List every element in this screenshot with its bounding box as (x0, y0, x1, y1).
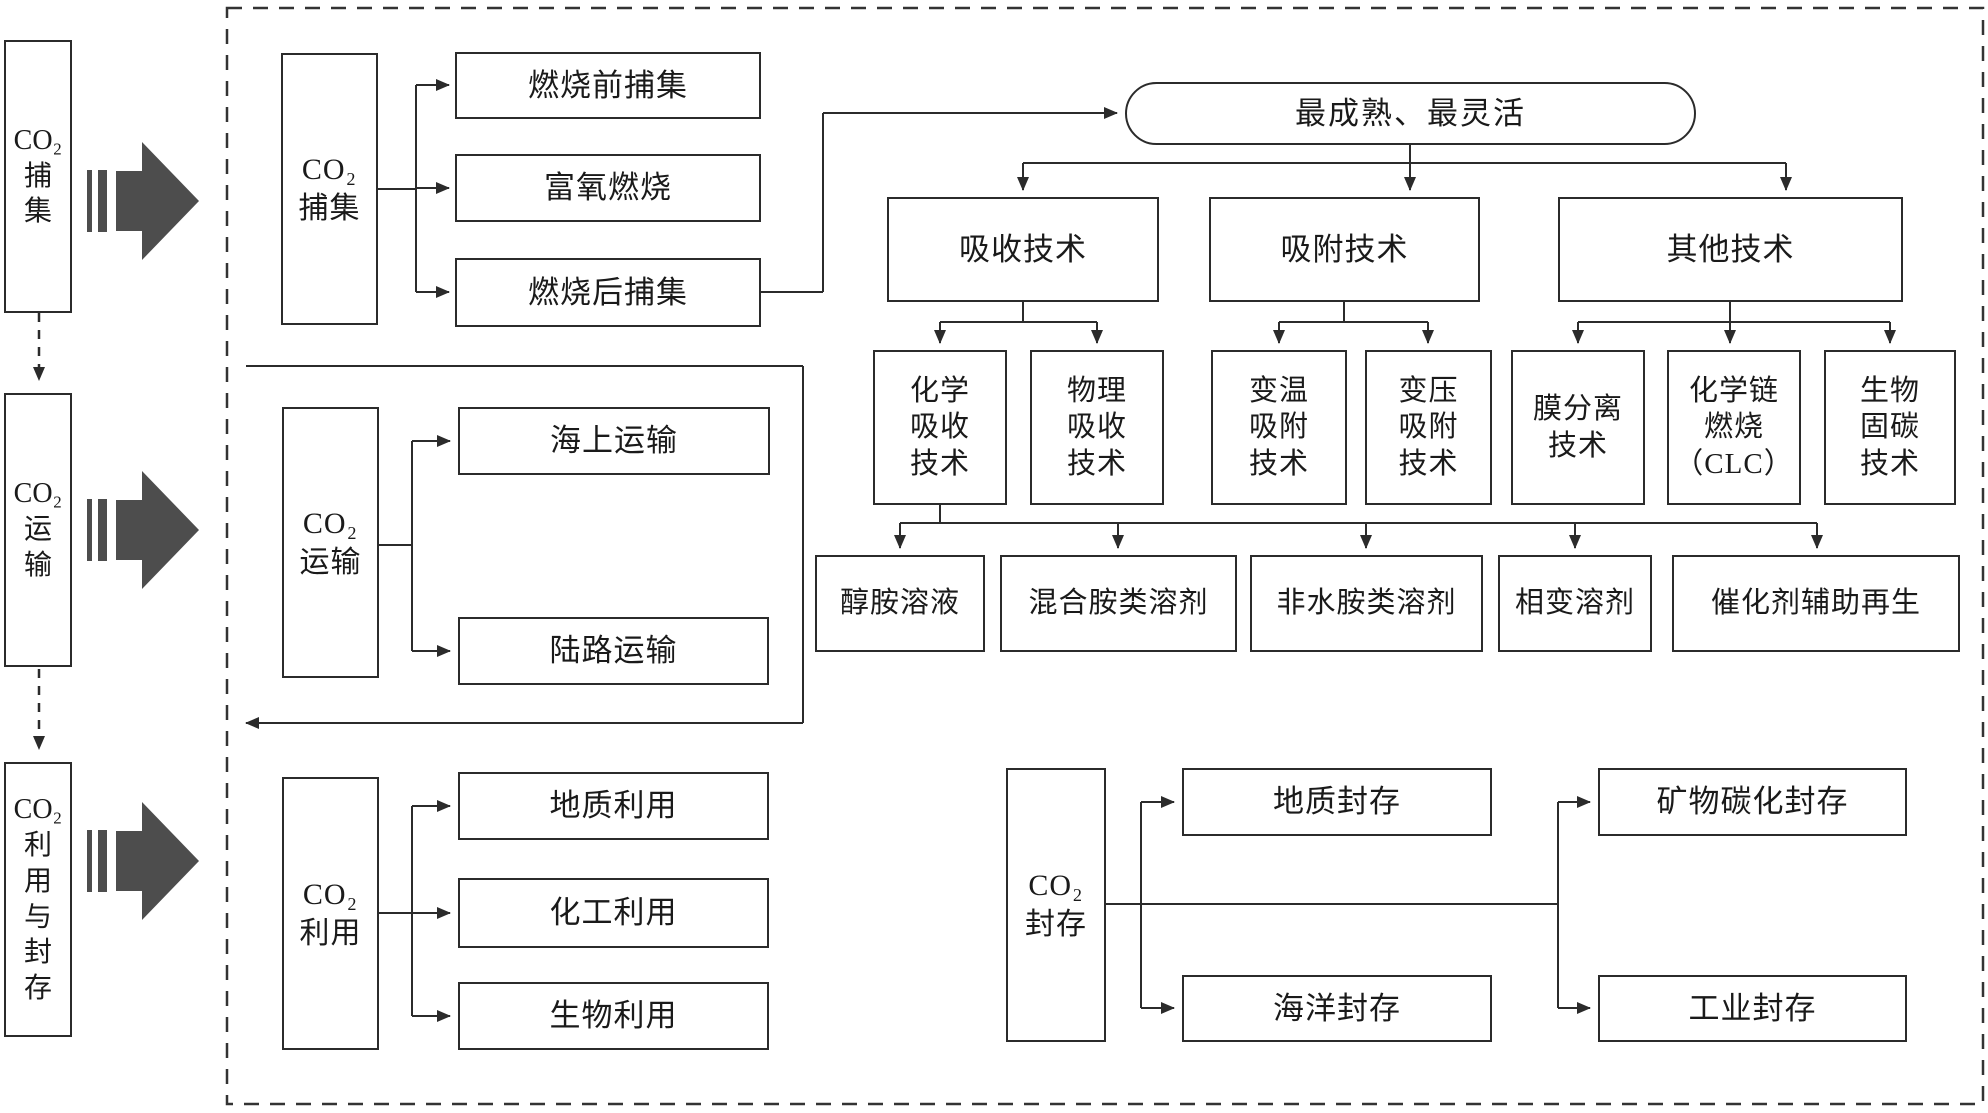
note-most-mature-label: 最成熟、最灵活 (1295, 95, 1526, 131)
sub-chemical-absorption-label: 化学 吸收 技术 (909, 375, 970, 480)
rail-stage-utilization-storage: CO₂ 利 用 与 封 存 (4, 762, 72, 1037)
capture-method-oxyfuel-box: 富氧燃烧 (455, 154, 761, 222)
rail-stage-transport-label: CO₂ 运 输 (13, 478, 63, 581)
sub-pressure-swing-adsorption-label: 变压 吸附 技术 (1398, 375, 1459, 480)
utilization-geological-box: 地质利用 (458, 772, 769, 840)
connectors-capture-root (378, 79, 450, 298)
sub-bio-carbon-fixation-label: 生物 固碳 技术 (1859, 375, 1920, 480)
utilization-geological-label: 地质利用 (549, 788, 678, 824)
utilization-chemical-label: 化工利用 (549, 895, 678, 931)
transport-marine-box: 海上运输 (458, 407, 770, 475)
solvent-phase-change-label: 相变溶剂 (1514, 587, 1635, 620)
capture-root-box: CO₂ 捕集 (281, 53, 378, 325)
solvent-alkanolamine-box: 醇胺溶液 (815, 555, 985, 652)
capture-method-pre-combustion-box: 燃烧前捕集 (455, 52, 761, 119)
sub-pressure-swing-adsorption-box: 变压 吸附 技术 (1365, 350, 1492, 505)
solvent-alkanolamine-label: 醇胺溶液 (839, 587, 960, 620)
capture-method-oxyfuel-label: 富氧燃烧 (544, 170, 672, 206)
solvent-nonaqueous-amine-label: 非水胺类溶剂 (1276, 587, 1457, 620)
utilization-root-label: CO₂ 利用 (299, 877, 362, 950)
storage-ocean-box: 海洋封存 (1182, 975, 1492, 1042)
sub-chemical-looping-combustion-box: 化学链 燃烧 （CLC） (1667, 350, 1801, 505)
storage-root-label: CO₂ 封存 (1025, 869, 1087, 941)
tech-absorption-box: 吸收技术 (887, 197, 1159, 302)
sub-chemical-absorption-box: 化学 吸收 技术 (873, 350, 1007, 505)
transport-root-label: CO₂ 运输 (299, 506, 362, 579)
stage-arrow-capture-icon (87, 142, 199, 260)
connectors-utilization (379, 800, 451, 1022)
connectors-note-to-groups (1017, 145, 1792, 191)
storage-mineral-carbonation-box: 矿物碳化封存 (1598, 768, 1907, 836)
tech-other-box: 其他技术 (1558, 197, 1903, 302)
dashed-frame (225, 6, 1985, 1106)
connectors-adsorption-subs (1273, 302, 1434, 344)
storage-geological-label: 地质封存 (1273, 784, 1401, 820)
tech-adsorption-box: 吸附技术 (1209, 197, 1480, 302)
connectors-transport (379, 435, 451, 657)
connectors-absorption-subs (934, 302, 1103, 344)
utilization-biological-box: 生物利用 (458, 982, 769, 1050)
storage-industrial-label: 工业封存 (1688, 990, 1817, 1026)
capture-method-post-combustion-box: 燃烧后捕集 (455, 258, 761, 327)
rail-stage-utilization-storage-label: CO₂ 利 用 与 封 存 (13, 794, 63, 1005)
tech-absorption-label: 吸收技术 (959, 231, 1087, 267)
transport-land-label: 陆路运输 (549, 633, 678, 669)
connector-loop-to-transport (245, 365, 804, 729)
utilization-root-box: CO₂ 利用 (282, 777, 379, 1050)
sub-temperature-swing-adsorption-label: 变温 吸附 技术 (1248, 375, 1309, 480)
sub-physical-absorption-label: 物理 吸收 技术 (1066, 375, 1127, 480)
rail-stage-capture: CO₂ 捕 集 (4, 40, 72, 313)
storage-ocean-label: 海洋封存 (1273, 990, 1401, 1026)
transport-land-box: 陆路运输 (458, 617, 769, 685)
storage-geological-box: 地质封存 (1182, 768, 1492, 836)
connector-postcombustion-to-note (761, 107, 1118, 293)
tech-adsorption-label: 吸附技术 (1280, 231, 1409, 267)
connectors-solvents (894, 505, 1823, 549)
solvent-mixed-amine-box: 混合胺类溶剂 (1000, 555, 1237, 652)
sub-temperature-swing-adsorption-box: 变温 吸附 技术 (1211, 350, 1347, 505)
sub-physical-absorption-box: 物理 吸收 技术 (1030, 350, 1164, 505)
solvent-nonaqueous-amine-box: 非水胺类溶剂 (1250, 555, 1483, 652)
note-most-mature-pill: 最成熟、最灵活 (1125, 82, 1696, 145)
solvent-phase-change-box: 相变溶剂 (1498, 555, 1652, 652)
tech-other-label: 其他技术 (1666, 231, 1795, 267)
sub-membrane-separation-label: 膜分离 技术 (1532, 393, 1623, 462)
capture-method-pre-combustion-label: 燃烧前捕集 (528, 67, 688, 103)
rail-stage-transport: CO₂ 运 输 (4, 393, 72, 667)
capture-root-label: CO₂ 捕集 (298, 153, 361, 225)
connectors-storage (1106, 796, 1591, 1014)
storage-industrial-box: 工业封存 (1598, 975, 1907, 1042)
stage-arrow-transport-icon (87, 471, 199, 589)
solvent-catalyst-assisted-regeneration-label: 催化剂辅助再生 (1710, 587, 1921, 620)
storage-root-box: CO₂ 封存 (1006, 768, 1106, 1042)
sub-membrane-separation-box: 膜分离 技术 (1511, 350, 1645, 505)
transport-marine-label: 海上运输 (550, 423, 678, 459)
transport-root-box: CO₂ 运输 (282, 407, 379, 678)
sub-bio-carbon-fixation-box: 生物 固碳 技术 (1824, 350, 1956, 505)
solvent-catalyst-assisted-regeneration-box: 催化剂辅助再生 (1672, 555, 1960, 652)
solvent-mixed-amine-label: 混合胺类溶剂 (1028, 587, 1209, 620)
connectors-other-subs (1572, 302, 1896, 344)
storage-mineral-carbonation-label: 矿物碳化封存 (1656, 784, 1849, 820)
rail-stage-capture-label: CO₂ 捕 集 (13, 124, 63, 228)
utilization-chemical-box: 化工利用 (458, 878, 769, 948)
utilization-biological-label: 生物利用 (549, 998, 678, 1034)
capture-method-post-combustion-label: 燃烧后捕集 (528, 274, 688, 310)
sub-chemical-looping-combustion-label: 化学链 燃烧 （CLC） (1674, 375, 1794, 480)
stage-arrow-utilization-storage-icon (87, 802, 199, 920)
